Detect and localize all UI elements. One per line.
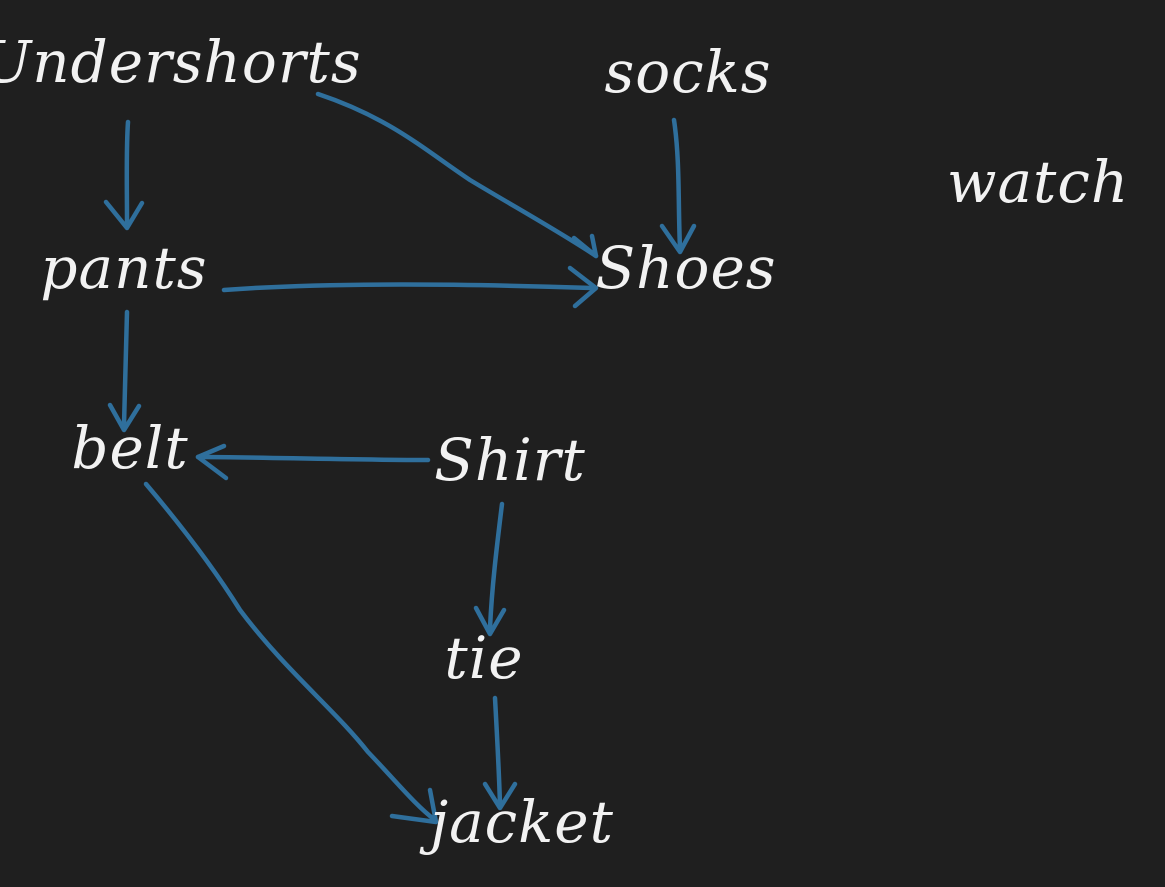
edge-line <box>143 481 438 823</box>
edge-line <box>492 695 503 808</box>
edge-line <box>221 282 595 293</box>
arrowhead-icon <box>473 605 507 637</box>
node-watch: watch <box>946 148 1130 216</box>
arrowhead-icon <box>659 223 697 255</box>
edge-shirt-to-belt <box>195 443 431 481</box>
edge-undershorts-to-pants <box>103 119 145 231</box>
arrowhead-icon <box>107 402 142 433</box>
edge-line <box>124 119 131 225</box>
arrowhead-icon <box>571 233 599 259</box>
edge-line <box>121 309 130 428</box>
node-tie: tie <box>444 624 524 692</box>
edge-shirt-to-tie <box>473 501 507 637</box>
edge-line <box>315 91 599 259</box>
edge-pants-to-shoes <box>221 265 599 309</box>
node-belt: belt <box>71 414 189 482</box>
edge-pants-to-belt <box>107 309 142 433</box>
edge-tie-to-jacket <box>482 695 518 811</box>
edge-line <box>671 117 683 251</box>
arrowhead-icon <box>389 787 439 825</box>
edge-line <box>195 454 431 463</box>
node-shoes: Shoes <box>595 234 777 302</box>
arrowhead-icon <box>103 199 145 231</box>
node-undershorts: Undershorts <box>0 28 362 96</box>
arrowhead-icon <box>195 443 229 481</box>
node-pants: pants <box>40 234 208 302</box>
arrowhead-icon <box>567 265 599 309</box>
edge-socks-to-shoes <box>659 117 697 255</box>
edge-undershorts-to-shoes <box>315 91 599 259</box>
node-shirt: Shirt <box>434 426 586 494</box>
node-socks: socks <box>604 38 772 106</box>
arrowhead-icon <box>482 781 518 811</box>
node-jacket: jacket <box>430 788 614 856</box>
edge-line <box>487 501 505 631</box>
edge-belt-to-jacket <box>143 481 439 825</box>
